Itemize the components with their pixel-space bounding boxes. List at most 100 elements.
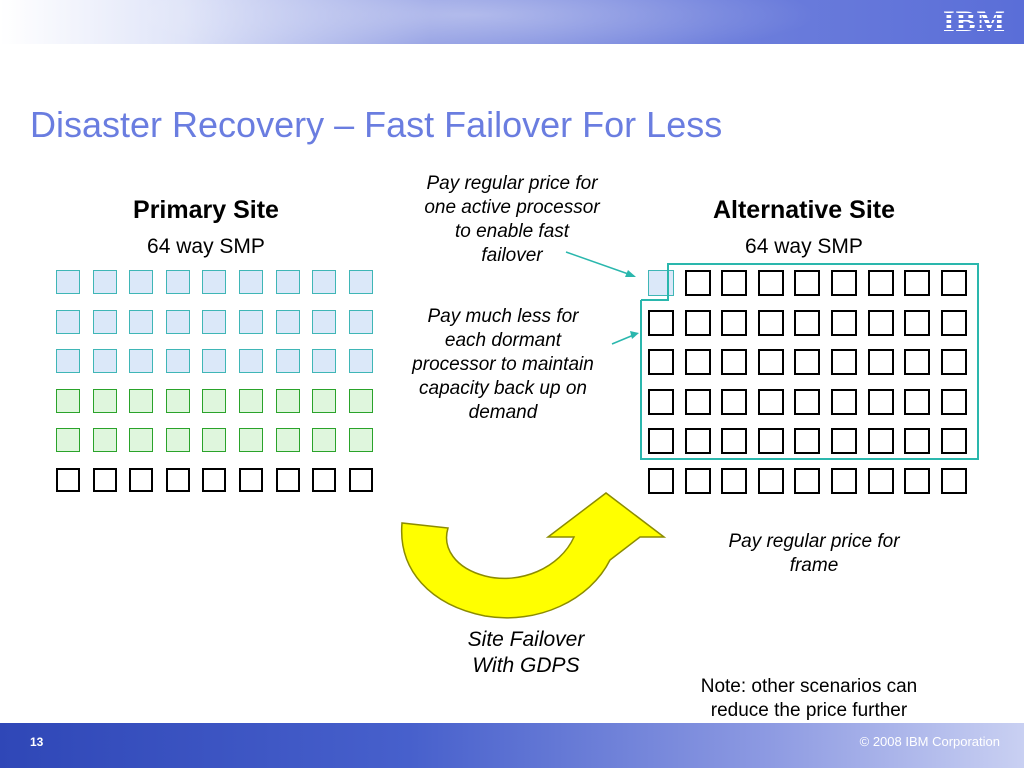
processor-cell xyxy=(831,309,857,336)
processor-cell xyxy=(867,309,894,336)
processor-cell xyxy=(867,468,894,494)
processor-cell xyxy=(312,468,337,492)
processor-cell xyxy=(165,468,190,492)
processor-cell xyxy=(721,388,748,415)
processor-cell xyxy=(684,309,711,336)
processor-cell xyxy=(904,349,931,376)
processor-cell xyxy=(721,428,748,455)
processor-cell xyxy=(165,309,190,334)
processor-cell xyxy=(165,349,190,374)
primary-site-heading: Primary Site xyxy=(133,196,279,224)
processor-cell xyxy=(202,428,227,453)
processor-cell xyxy=(56,270,80,294)
processor-cell xyxy=(940,468,967,494)
processor-cell xyxy=(165,270,190,294)
processor-cell xyxy=(129,309,154,334)
processor-cell xyxy=(92,309,117,334)
processor-cell xyxy=(721,349,748,376)
pointer-line-active xyxy=(565,251,635,277)
pointer-arrowhead-dormant-icon xyxy=(630,331,639,339)
copyright: © 2008 IBM Corporation xyxy=(859,734,1000,749)
processor-cell xyxy=(831,468,857,494)
processor-cell xyxy=(312,349,337,374)
processor-cell xyxy=(940,270,967,296)
dormant-capacity-outline xyxy=(640,263,979,460)
processor-cell xyxy=(757,349,784,376)
processor-cell xyxy=(904,388,931,415)
processor-cell xyxy=(202,468,227,492)
processor-cell xyxy=(904,468,931,494)
note-line: failover xyxy=(481,245,543,266)
processor-cell xyxy=(867,270,894,296)
processor-cell xyxy=(202,349,227,374)
processor-cell xyxy=(348,388,373,413)
processor-cell xyxy=(831,270,857,296)
note-line: processor to maintain xyxy=(412,354,594,375)
scenarios-note: Note: other scenarios can reduce the pri… xyxy=(664,675,954,723)
processor-cell xyxy=(721,468,748,494)
processor-cell xyxy=(348,349,373,374)
processor-cell xyxy=(684,468,711,494)
processor-cell xyxy=(794,270,821,296)
processor-cell xyxy=(831,349,857,376)
pointer-arrowhead-active-icon xyxy=(625,270,636,277)
processor-cell xyxy=(757,428,784,455)
processor-cell xyxy=(129,388,154,413)
processor-cell xyxy=(275,349,300,374)
ibm-logo: IBM xyxy=(943,5,1006,38)
primary-site-subheading: 64 way SMP xyxy=(147,235,265,258)
processor-cell xyxy=(165,388,190,413)
processor-cell xyxy=(831,388,857,415)
processor-cell xyxy=(56,388,80,413)
processor-cell xyxy=(757,270,784,296)
processor-cell xyxy=(275,468,300,492)
processor-cell xyxy=(165,428,190,453)
processor-cell xyxy=(794,388,821,415)
processor-cell xyxy=(794,428,821,455)
processor-cell xyxy=(684,388,711,415)
processor-cell xyxy=(794,309,821,336)
note-line: Pay regular price for xyxy=(426,173,598,194)
dormant-processor-note: Pay much less for each dormant processor… xyxy=(380,305,626,425)
processor-cell xyxy=(648,270,674,296)
processor-cell xyxy=(757,388,784,415)
processor-cell xyxy=(56,468,80,492)
processor-cell xyxy=(239,468,263,492)
note-line: demand xyxy=(468,402,538,423)
processor-cell xyxy=(684,349,711,376)
processor-cell xyxy=(129,270,154,294)
processor-cell xyxy=(129,349,154,374)
processor-cell xyxy=(312,428,337,453)
processor-cell xyxy=(867,428,894,455)
processor-cell xyxy=(831,428,857,455)
processor-cell xyxy=(684,270,711,296)
processor-cell xyxy=(940,349,967,376)
processor-cell xyxy=(904,428,931,455)
footer-band xyxy=(0,723,1024,768)
note-line: Pay regular price for xyxy=(728,531,900,552)
processor-cell xyxy=(129,428,154,453)
processor-cell xyxy=(312,388,337,413)
processor-cell xyxy=(867,388,894,415)
note-line: one active processor xyxy=(424,197,600,218)
processor-cell xyxy=(239,349,263,374)
active-processor-note: Pay regular price for one active process… xyxy=(384,172,640,268)
alternative-site-subheading: 64 way SMP xyxy=(745,235,863,258)
note-line: each dormant xyxy=(444,330,562,351)
processor-cell xyxy=(239,388,263,413)
processor-cell xyxy=(721,270,748,296)
note-line: Site Failover xyxy=(467,628,585,651)
processor-cell xyxy=(202,309,227,334)
processor-cell xyxy=(92,349,117,374)
processor-cell xyxy=(940,309,967,336)
note-line: to enable fast xyxy=(454,221,570,242)
processor-cell xyxy=(684,428,711,455)
processor-cell xyxy=(239,309,263,334)
processor-cell xyxy=(312,270,337,294)
processor-cell xyxy=(867,349,894,376)
processor-cell xyxy=(348,428,373,453)
processor-cell xyxy=(648,468,674,494)
processor-cell xyxy=(202,270,227,294)
processor-cell xyxy=(56,428,80,453)
